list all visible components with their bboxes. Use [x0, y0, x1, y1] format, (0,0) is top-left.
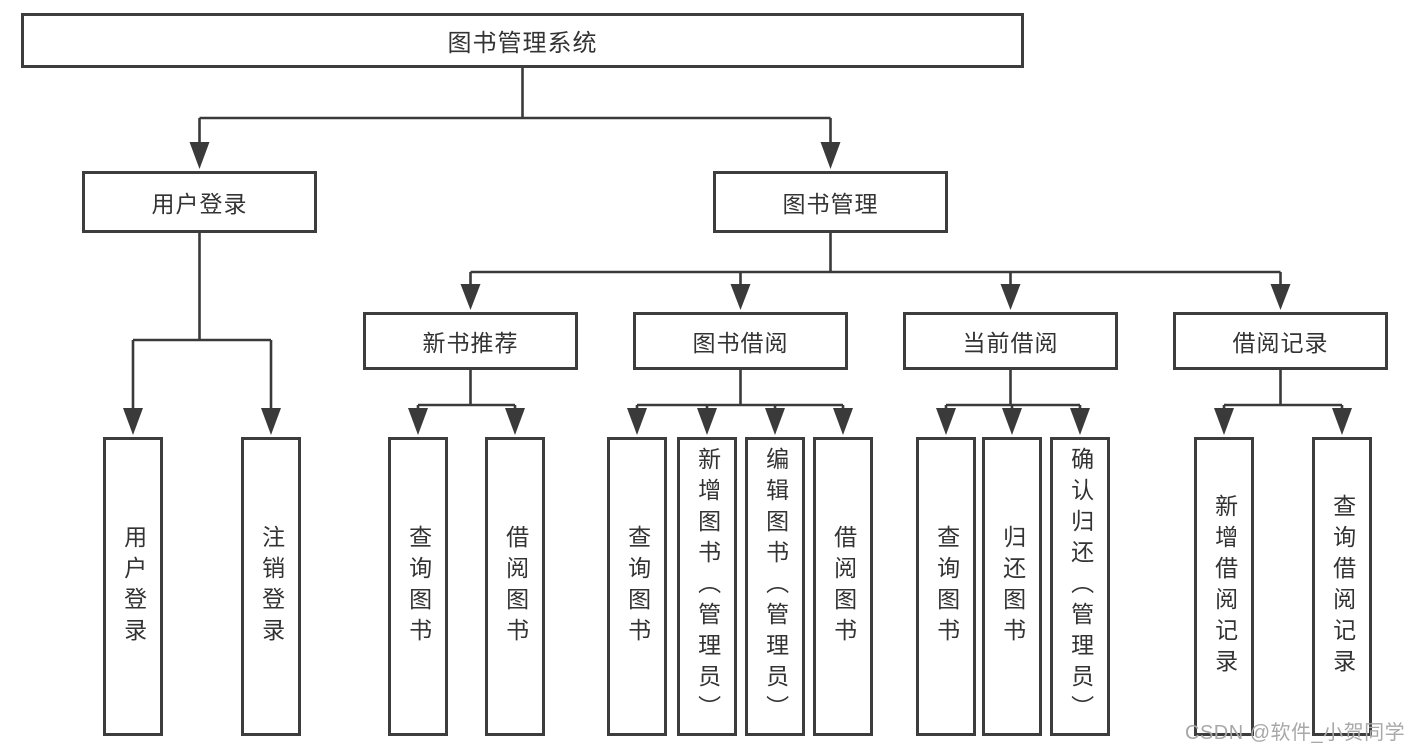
arrowhead-icon: [261, 408, 281, 435]
arrowhead-icon: [730, 284, 751, 310]
node-nbr-borrow-books: 借阅图书: [485, 437, 545, 736]
connector-new-book-recommendation-to-leaves: [408, 370, 525, 435]
connector-user-login-to-leaves: [123, 233, 281, 435]
node-logout-leaf: 注销登录: [241, 437, 301, 736]
node-bb-query-books: 查询图书: [607, 437, 667, 736]
connector-book-management-to-level3: [460, 233, 1291, 310]
connector-current-borrowing-to-leaves: [936, 370, 1090, 435]
node-label: 图书借阅: [692, 330, 789, 356]
node-bb-borrow-books: 借阅图书: [813, 437, 873, 736]
node-bb-add-books-admin: 新增图书（管理员）: [677, 437, 737, 736]
arrowhead-icon: [697, 408, 717, 435]
arrowhead-icon: [1002, 408, 1022, 435]
arrowhead-icon: [408, 408, 428, 435]
node-nbr-query-books: 查询图书: [388, 437, 448, 736]
node-label: 新书推荐: [422, 330, 519, 356]
node-borrowing-records: 借阅记录: [1173, 312, 1388, 370]
node-br-query-borrow-record: 查询借阅记录: [1312, 437, 1372, 736]
connector-borrowing-records-to-leaves: [1214, 370, 1352, 435]
node-label: 查询图书: [624, 524, 651, 649]
node-label: 当前借阅: [962, 330, 1059, 356]
arrowhead-icon: [505, 408, 525, 435]
node-current-borrowing: 当前借阅: [903, 312, 1118, 370]
node-label: 新增借阅记录: [1211, 493, 1238, 680]
arrowhead-icon: [1270, 284, 1291, 310]
node-label: 借阅记录: [1232, 330, 1329, 356]
connector-root-to-level2: [189, 68, 841, 169]
node-cb-return-books: 归还图书: [982, 437, 1042, 736]
node-label: 借阅图书: [830, 524, 857, 649]
node-user-login: 用户登录: [82, 171, 317, 233]
node-cb-confirm-return-admin: 确认归还（管理员）: [1050, 437, 1110, 736]
node-label: 查询借阅记录: [1329, 493, 1356, 680]
arrowhead-icon: [189, 142, 210, 169]
csdn-watermark: CSDN @软件_小贺同学: [1185, 722, 1405, 744]
node-bb-edit-books-admin: 编辑图书（管理员）: [745, 437, 805, 736]
node-book-borrowing: 图书借阅: [633, 312, 848, 370]
node-label: 编辑图书（管理员）: [762, 447, 789, 726]
node-label: 注销登录: [258, 524, 285, 649]
node-label: 确认归还（管理员）: [1067, 447, 1094, 726]
node-label: 查询图书: [405, 524, 432, 649]
arrowhead-icon: [1070, 408, 1090, 435]
arrowhead-icon: [123, 408, 143, 435]
node-label: 查询图书: [933, 524, 960, 649]
node-label: 图书管理: [782, 191, 879, 217]
node-new-book-recommendation: 新书推荐: [363, 312, 578, 370]
arrowhead-icon: [1214, 408, 1234, 435]
arrowhead-icon: [1332, 408, 1352, 435]
connector-book-borrowing-to-leaves: [627, 370, 853, 435]
node-label: 图书管理系统: [447, 30, 598, 57]
node-label: 用户登录: [120, 524, 147, 649]
arrowhead-icon: [627, 408, 647, 435]
arrowhead-icon: [820, 142, 841, 169]
node-label: 用户登录: [151, 191, 248, 217]
node-library-management-system: 图书管理系统: [21, 13, 1024, 68]
arrowhead-icon: [1000, 284, 1021, 310]
node-user-login-leaf: 用户登录: [103, 437, 163, 736]
arrowhead-icon: [936, 408, 956, 435]
node-label: 归还图书: [999, 524, 1026, 649]
arrowhead-icon: [765, 408, 785, 435]
node-book-management: 图书管理: [713, 171, 948, 233]
arrowhead-icon: [833, 408, 853, 435]
arrowhead-icon: [460, 284, 481, 310]
node-label: 借阅图书: [502, 524, 529, 649]
node-cb-query-books: 查询图书: [916, 437, 976, 736]
node-label: 新增图书（管理员）: [694, 447, 721, 726]
node-br-add-borrow-record: 新增借阅记录: [1194, 437, 1254, 736]
